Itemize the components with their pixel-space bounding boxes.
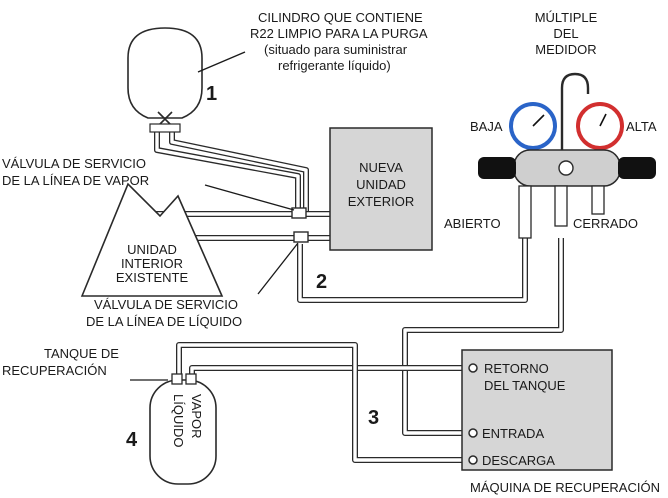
recovery-machine-box bbox=[461, 349, 613, 471]
inlet-label: ENTRADA bbox=[482, 426, 544, 441]
cylinder-caption-3: (situado para suministrar bbox=[264, 42, 408, 57]
step-number-3: 3 bbox=[368, 407, 379, 429]
recovery-machine-caption: MÁQUINA DE RECUPERACIÓN bbox=[470, 480, 660, 495]
cylinder-caption-2: R22 LIMPIO PARA LA PURGA bbox=[250, 26, 428, 41]
open-port-fitting[interactable] bbox=[518, 185, 532, 239]
indoor-unit-shape bbox=[80, 182, 224, 297]
outdoor-unit-label-3: EXTERIOR bbox=[348, 194, 414, 209]
tank-vapor-label: VAPOR bbox=[189, 394, 204, 439]
liquid-valve-label-2: DE LA LÍNEA DE LÍQUIDO bbox=[86, 314, 242, 329]
indoor-unit: UNIDAD INTERIOR EXISTENTE bbox=[80, 182, 224, 297]
liquid-service-valve[interactable] bbox=[293, 231, 309, 243]
recovery-machine: RETORNO DEL TANQUE ENTRADA DESCARGA bbox=[461, 349, 613, 471]
outdoor-unit-label-1: NUEVA bbox=[359, 160, 403, 175]
discharge-port[interactable] bbox=[468, 455, 478, 465]
liquid-valve-leader bbox=[257, 242, 299, 295]
step-number-4: 4 bbox=[126, 429, 138, 451]
cylinder-line-inner bbox=[155, 130, 300, 212]
inlet-port[interactable] bbox=[468, 428, 478, 438]
step-number-2: 2 bbox=[316, 271, 327, 293]
step-number-1: 1 bbox=[206, 83, 217, 105]
discharge-label: DESCARGA bbox=[482, 453, 555, 468]
valve-closed-label: CERRADO bbox=[573, 216, 638, 231]
gauge-high-label: ALTA bbox=[626, 119, 657, 134]
tank-liquid-port[interactable] bbox=[171, 373, 183, 385]
recovery-tank: LÍQUIDO VAPOR bbox=[149, 373, 217, 485]
manifold-sight-glass bbox=[558, 160, 574, 176]
high-side-handle[interactable] bbox=[618, 157, 656, 179]
outdoor-unit-box bbox=[329, 127, 433, 251]
cylinder-caption-1: CILINDRO QUE CONTIENE bbox=[258, 10, 423, 25]
closed-port-fitting[interactable] bbox=[591, 185, 605, 215]
center-port-fitting[interactable] bbox=[554, 185, 568, 227]
high-gauge-needle bbox=[599, 113, 607, 127]
cylinder-body bbox=[127, 27, 203, 119]
gauge-low-label: BAJA bbox=[470, 119, 503, 134]
tank-vapor-port[interactable] bbox=[185, 373, 197, 385]
manifold-caption-3: MEDIDOR bbox=[535, 42, 596, 57]
vapor-valve-leader bbox=[204, 184, 295, 211]
cylinder-stand bbox=[149, 123, 181, 133]
outdoor-unit-label-2: UNIDAD bbox=[356, 177, 406, 192]
manifold-caption-2: DEL bbox=[553, 26, 578, 41]
manifold-hook bbox=[560, 72, 590, 152]
gauge-hose-low-inner bbox=[298, 238, 527, 302]
discharge-hose-inner bbox=[177, 343, 468, 462]
tank-caption-1: TANQUE DE bbox=[44, 346, 119, 361]
tank-return-label-1: RETORNO bbox=[484, 361, 549, 376]
tank-caption-2: RECUPERACIÓN bbox=[2, 363, 107, 378]
tank-liquid-label: LÍQUIDO bbox=[171, 394, 186, 447]
outdoor-unit: NUEVA UNIDAD EXTERIOR bbox=[329, 127, 433, 251]
tank-return-hose-inner bbox=[190, 366, 468, 378]
tank-body bbox=[149, 379, 217, 485]
tank-return-label-2: DEL TANQUE bbox=[484, 378, 566, 393]
indoor-unit-label-1: UNIDAD bbox=[127, 242, 177, 257]
vapor-valve-label-2: DE LA LÍNEA DE VAPOR bbox=[2, 173, 149, 188]
gauge-hose-center-inner bbox=[403, 238, 563, 435]
gauge-manifold bbox=[478, 72, 656, 239]
cylinder-leader bbox=[197, 51, 246, 73]
manifold-caption-1: MÚLTIPLE bbox=[535, 10, 598, 25]
indoor-unit-label-3: EXISTENTE bbox=[116, 270, 189, 285]
cylinder-line2-inner bbox=[170, 130, 308, 212]
low-side-handle[interactable] bbox=[478, 157, 516, 179]
indoor-unit-label-2: INTERIOR bbox=[121, 256, 183, 271]
tank-return-port[interactable] bbox=[468, 363, 478, 373]
cylinder-caption-4: refrigerante líquido) bbox=[278, 58, 391, 73]
valve-open-label: ABIERTO bbox=[444, 216, 501, 231]
vapor-service-valve[interactable] bbox=[291, 207, 307, 219]
low-gauge-needle bbox=[532, 114, 545, 127]
vapor-valve-label-1: VÁLVULA DE SERVICIO bbox=[2, 156, 146, 171]
liquid-valve-label-1: VÁLVULA DE SERVICIO bbox=[94, 297, 238, 312]
discharge-hose-outer bbox=[176, 342, 468, 463]
purge-cylinder bbox=[127, 27, 203, 133]
